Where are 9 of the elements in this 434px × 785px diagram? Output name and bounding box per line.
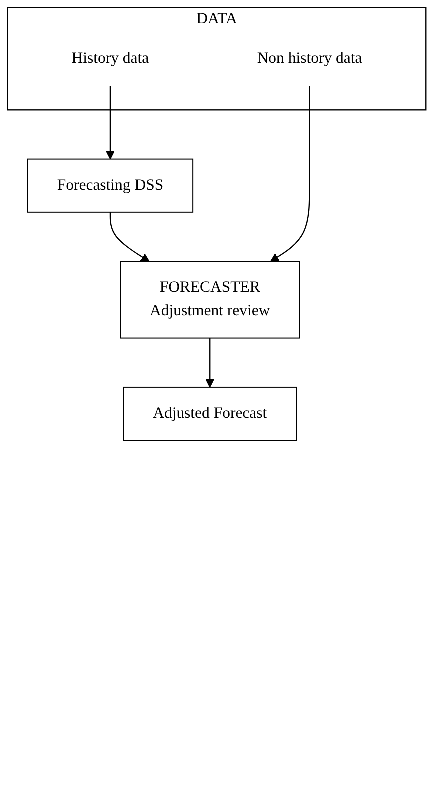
arrow <box>106 86 115 160</box>
node-text: Non history data <box>257 50 362 67</box>
node-box: Adjusted Forecast <box>123 386 298 442</box>
arrow <box>206 338 214 388</box>
node-text: History data <box>72 50 150 67</box>
node-box: FORECASTER Adjustment review <box>120 261 300 339</box>
arrow <box>110 212 150 262</box>
arrow <box>270 86 310 262</box>
node-box: Forecasting DSS <box>27 158 194 213</box>
